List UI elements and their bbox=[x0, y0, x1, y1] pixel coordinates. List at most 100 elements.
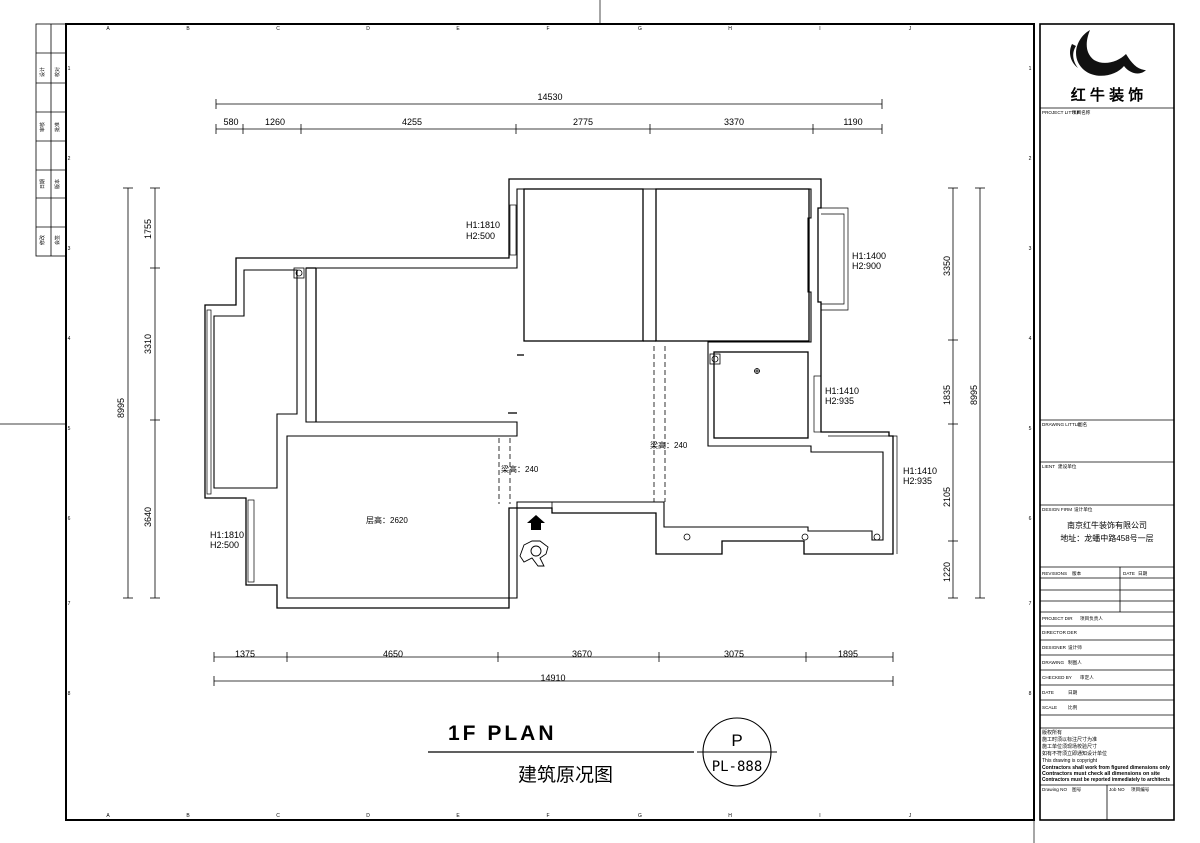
strip-label: 设计 bbox=[39, 67, 46, 77]
grid-ref-bottom: G bbox=[638, 813, 642, 819]
grid-ref-left: 2 bbox=[68, 156, 71, 162]
grid-ref-bottom: B bbox=[186, 813, 190, 819]
plan-badge: P PL-888 bbox=[697, 717, 777, 787]
grid-ref-right: 7 bbox=[1029, 601, 1032, 607]
plan-subtitle: 建筑原况图 bbox=[518, 764, 613, 786]
dim-right-overall: 8995 bbox=[969, 385, 979, 405]
revisions-cn: 版本 bbox=[1072, 570, 1082, 577]
drawing-no-cn: 图号 bbox=[1072, 787, 1082, 793]
window-h1: H1:1810 bbox=[210, 530, 244, 540]
strip-label: 日期 bbox=[40, 179, 46, 189]
grid-ref-bottom: E bbox=[456, 813, 460, 819]
design-firm-label: DESIGN FIRM bbox=[1042, 507, 1072, 512]
drawing-title-label: DRAWING LITTLE bbox=[1042, 422, 1080, 427]
project-dir-label: PROJECT DIR bbox=[1042, 616, 1073, 621]
grid-ref-top: E bbox=[456, 26, 460, 32]
dim-bottom-seg: 4650 bbox=[383, 649, 403, 659]
plan-title-block: 1F PLAN 建筑原况图 P PL-888 bbox=[428, 717, 777, 787]
drawing-cn: 制图人 bbox=[1068, 659, 1082, 666]
dim-top-seg: 1260 bbox=[265, 117, 285, 127]
strip-label: 校对 bbox=[54, 67, 61, 77]
drawing-no-label: Drawing NO bbox=[1042, 787, 1067, 792]
dim-bottom-seg: 1895 bbox=[838, 649, 858, 659]
grid-ref-right: 3 bbox=[1029, 246, 1032, 252]
grid-ref-bottom: D bbox=[366, 813, 370, 819]
note-line: 施工单位须现场校验尺寸 bbox=[1042, 743, 1097, 750]
design-firm-cn: 设计单位 bbox=[1074, 506, 1093, 513]
grid-ref-right: 6 bbox=[1029, 516, 1032, 522]
dim-right-seg: 3350 bbox=[942, 256, 952, 276]
date-label: DATE bbox=[1042, 690, 1054, 695]
entry-arrow-icon bbox=[527, 515, 545, 530]
note-line: 版权所有 bbox=[1042, 729, 1062, 736]
designer-label: DESIGNER bbox=[1042, 645, 1067, 650]
bedroom-2 bbox=[655, 188, 810, 342]
beam-height-label: 梁高：240 bbox=[501, 464, 539, 474]
dim-top-overall: 14530 bbox=[537, 92, 562, 102]
grid-ref-bottom: F bbox=[546, 813, 549, 819]
grid-ref-right: 2 bbox=[1029, 156, 1032, 162]
director-label: DIRECTOR DER bbox=[1042, 630, 1078, 635]
window-h2: H2:900 bbox=[852, 261, 881, 271]
grid-ref-right: 8 bbox=[1029, 691, 1032, 697]
left-room-wall bbox=[213, 269, 298, 489]
beam-height-label: 梁高：240 bbox=[650, 440, 688, 450]
copyright-notes: 版权所有 施工时须以标注尺寸为准 施工单位须现场校验尺寸 如有不符须立即通知设计… bbox=[1042, 729, 1170, 783]
job-no-cn: 项目编号 bbox=[1131, 786, 1150, 793]
grid-ref-right: 4 bbox=[1029, 336, 1032, 342]
dim-left-seg: 3640 bbox=[143, 507, 153, 527]
grid-ref-top: B bbox=[186, 26, 190, 32]
grid-ref-bottom: C bbox=[276, 813, 280, 819]
dim-top-seg: 580 bbox=[223, 117, 238, 127]
grid-ref-left: 3 bbox=[68, 246, 71, 252]
fixtures bbox=[293, 267, 881, 541]
note-line: 如有不符须立即通知设计单位 bbox=[1042, 750, 1107, 757]
dim-top-seg: 4255 bbox=[402, 117, 422, 127]
grid-ref-left: 8 bbox=[68, 691, 71, 697]
grid-ref-right: 1 bbox=[1029, 66, 1032, 72]
window-h1: H1:1810 bbox=[466, 220, 500, 230]
grid-ref-top: D bbox=[366, 26, 370, 32]
window-bay-right bbox=[821, 207, 849, 311]
project-title-label: PROJECT LITTLE bbox=[1042, 110, 1080, 115]
dim-bottom-seg: 3670 bbox=[572, 649, 592, 659]
grid-ref-top: J bbox=[909, 26, 912, 32]
client-cn: 建设单位 bbox=[1058, 463, 1077, 470]
drawing-title-cn: 图名 bbox=[1078, 421, 1087, 428]
job-no-label: Job NO bbox=[1109, 787, 1125, 792]
dim-left-overall: 8995 bbox=[116, 398, 126, 418]
dim-top-seg: 2775 bbox=[573, 117, 593, 127]
grid-references: A B C D E F G H I J A B C D E F G H I J … bbox=[68, 26, 1032, 819]
drawing-border bbox=[65, 23, 1035, 821]
window-h1: H1:1410 bbox=[825, 386, 859, 396]
window-lower-left bbox=[247, 499, 255, 583]
date-cn: 日期 bbox=[1068, 690, 1078, 696]
dim-right-seg: 1220 bbox=[942, 562, 952, 582]
logo-text: 红 牛 装 饰 bbox=[1071, 86, 1144, 104]
grid-ref-bottom: A bbox=[106, 813, 110, 819]
sheet-frame bbox=[0, 0, 1035, 843]
floor-plan bbox=[204, 178, 898, 609]
drain-fixture bbox=[293, 267, 305, 279]
checked-by-label: CHECKED BY bbox=[1042, 675, 1072, 680]
kitchen bbox=[713, 351, 809, 439]
note-line: Contractors must check all dimensions on… bbox=[1042, 771, 1160, 777]
person-icon bbox=[519, 540, 549, 567]
dim-top-seg: 1190 bbox=[843, 117, 862, 127]
note-line: Contractors must be reported immediately… bbox=[1042, 777, 1170, 783]
client-label: LIENT bbox=[1042, 464, 1055, 469]
grid-ref-left: 1 bbox=[68, 66, 71, 72]
scale-cn: 比例 bbox=[1068, 704, 1078, 711]
grid-ref-top: H bbox=[728, 26, 732, 32]
rev-date-cn: 日期 bbox=[1138, 571, 1148, 577]
grid-ref-bottom: I bbox=[819, 813, 820, 819]
rev-date-label: DATE bbox=[1123, 571, 1135, 576]
window-balcony bbox=[828, 435, 898, 554]
window-h2: H2:500 bbox=[466, 231, 495, 241]
window-left bbox=[206, 309, 212, 495]
dim-bottom-overall: 14910 bbox=[540, 673, 565, 683]
note-line: 施工时须以标注尺寸为准 bbox=[1042, 736, 1097, 743]
grid-ref-left: 6 bbox=[68, 516, 71, 522]
inner-wall bbox=[286, 188, 884, 599]
